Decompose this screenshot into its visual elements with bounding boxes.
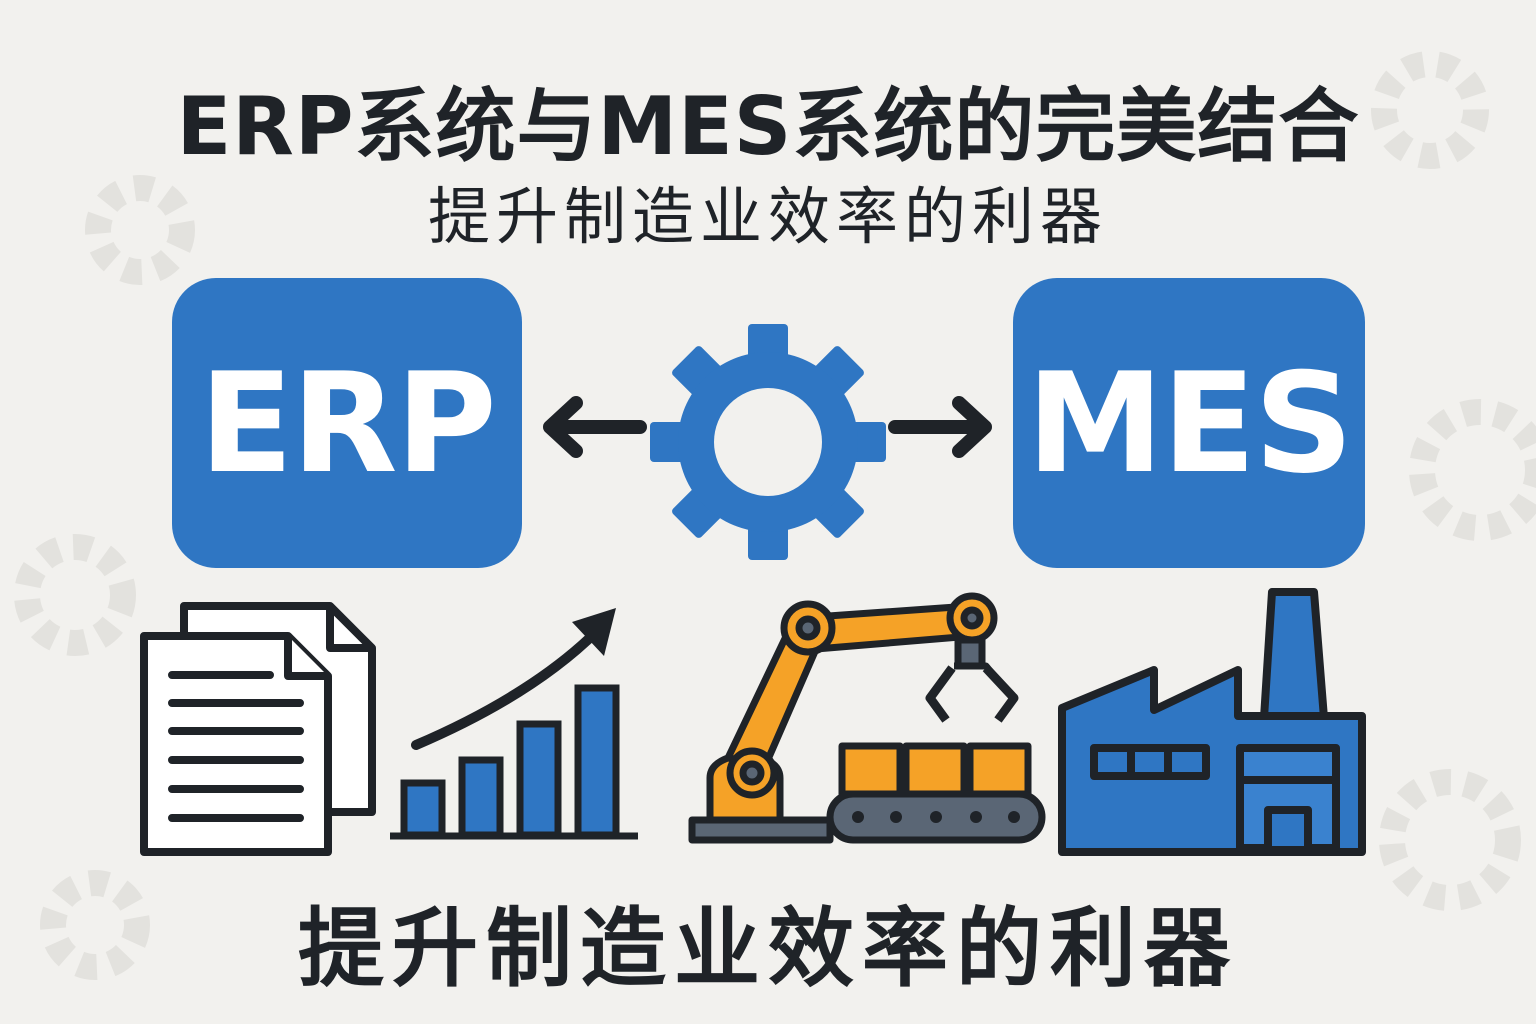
factory-icon	[1058, 588, 1366, 856]
growth-chart-icon	[390, 608, 638, 840]
erp-label: ERP	[199, 342, 497, 504]
documents-icon	[140, 602, 376, 856]
mes-box: MES	[1013, 278, 1365, 568]
erp-box: ERP	[172, 278, 522, 568]
gear-icon	[650, 324, 886, 560]
robot-arm-conveyor-icon	[688, 592, 1046, 844]
arrow-left-icon	[543, 396, 647, 458]
footer-slogan: 提升制造业效率的利器	[298, 899, 1238, 999]
page-title: ERP系统与MES系统的完美结合	[176, 80, 1360, 173]
mes-label: MES	[1026, 342, 1354, 504]
page-subtitle: 提升制造业效率的利器	[427, 180, 1108, 253]
arrow-right-icon	[888, 396, 992, 458]
